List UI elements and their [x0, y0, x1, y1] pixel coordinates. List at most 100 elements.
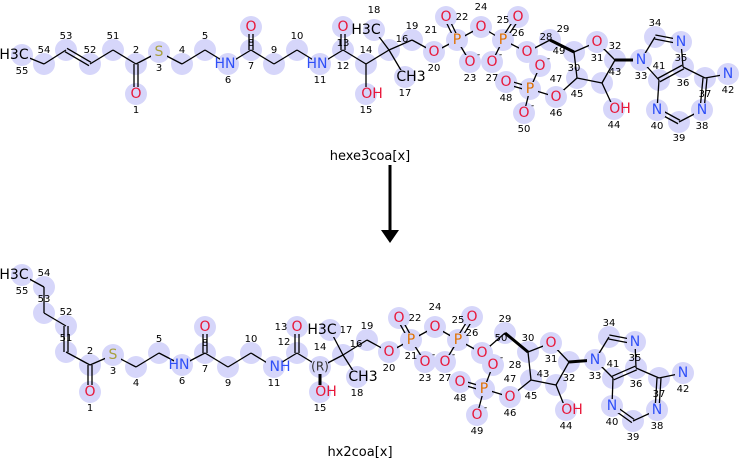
atom-52: 52: [60, 307, 73, 318]
atom-number: 15: [314, 403, 327, 414]
charge: -: [547, 54, 550, 64]
atom-number: 9: [225, 378, 231, 389]
molecule-product: H3C55545352512O1S345HN67O8910NH1112O13(R…: [0, 267, 691, 443]
atom-number: 27: [439, 373, 452, 384]
bond: [530, 379, 557, 386]
atom-36: 36: [677, 78, 690, 89]
atom-symbol: N: [676, 34, 686, 50]
atom-number: 3: [110, 366, 116, 377]
atom-number: 39: [627, 432, 640, 443]
bond: [576, 77, 603, 84]
atom-number: 6: [179, 376, 185, 387]
atom-number: 42: [722, 85, 735, 96]
atom-symbol: S: [109, 347, 118, 363]
atom-32: 32: [609, 41, 622, 52]
atom-29: 29: [499, 314, 512, 325]
atom-number: 33: [589, 371, 602, 382]
atom-symbol: H3C: [0, 267, 29, 283]
atom-number: 22: [409, 313, 422, 324]
atom-number: 38: [651, 421, 664, 432]
atom-4: 4: [179, 45, 185, 56]
atom-47: P47: [476, 374, 516, 397]
bond: [527, 351, 532, 381]
atom-number: 21: [425, 25, 438, 36]
atom-27: O-27: [484, 50, 502, 84]
atom-number: 4: [179, 45, 185, 56]
atom-number: 28: [540, 32, 553, 43]
atom-symbol: O: [487, 357, 498, 373]
atom-number: 25: [497, 15, 510, 26]
atom-symbol: (R): [311, 360, 329, 374]
atom-5: 5: [156, 334, 162, 345]
atom-7: 7: [202, 364, 208, 375]
atom-41: 41: [607, 359, 620, 370]
charge: -: [531, 101, 534, 111]
bond: [181, 49, 206, 65]
reactant-name: hexe3coa[x]: [330, 149, 410, 164]
atom-number: 45: [525, 391, 538, 402]
atom-number: 6: [225, 75, 231, 86]
atoms: H3C55545352512O1S345HN67O8910HN1112O1314…: [0, 2, 736, 443]
atom-1: O1: [82, 384, 98, 414]
bond: [227, 352, 252, 368]
atom-27: O-27: [437, 350, 455, 384]
atom-32: 32: [563, 373, 576, 384]
atom-symbol: O: [475, 19, 486, 35]
atom-symbol: P: [407, 332, 415, 348]
atom-number: 13: [275, 322, 288, 333]
atom-number: 33: [635, 71, 648, 82]
wedge-bond: [549, 38, 575, 54]
atom-number: 31: [591, 53, 604, 64]
atom-6: HN6: [169, 357, 190, 387]
atom-41: 41: [653, 61, 666, 72]
atom-33: N33: [587, 352, 603, 382]
atom-number: 31: [545, 354, 558, 365]
atom-45: 45: [571, 89, 584, 100]
atom-48: O48: [498, 74, 514, 104]
atom-symbol: O: [464, 54, 475, 70]
atom-number: 36: [630, 379, 643, 390]
atom-number: 12: [337, 61, 350, 72]
bond: [388, 39, 413, 51]
atom-number: 11: [268, 378, 281, 389]
atom-symbol: CH3: [396, 69, 425, 85]
atom-number: 24: [429, 302, 442, 313]
atom-number: 23: [464, 73, 477, 84]
atom-number: 7: [202, 364, 208, 375]
atom-1: O1: [128, 86, 144, 116]
atom-42: N42: [675, 365, 691, 395]
atom-50: O50: [474, 333, 507, 361]
atom-50: O-50: [516, 101, 534, 135]
atom-7: 7: [248, 61, 254, 72]
atom-number: 49: [471, 426, 484, 437]
atom-number: 51: [60, 333, 73, 344]
atom-49: O-49: [469, 403, 487, 437]
atom-symbol: N: [678, 365, 688, 381]
atom-number: 17: [399, 88, 412, 99]
atom-19: 19: [361, 321, 374, 332]
atom-21: P21: [425, 25, 465, 48]
bond: [89, 49, 114, 65]
atom-6: HN6: [215, 56, 236, 86]
atom-number: 35: [629, 353, 642, 364]
atom-symbol: O: [512, 9, 523, 25]
atom-number: 2: [87, 346, 93, 357]
atom-number: 41: [653, 61, 666, 72]
atom-31: O31: [543, 335, 559, 365]
atom-number: 29: [499, 314, 512, 325]
charge: -: [500, 353, 503, 363]
double-bond: [66, 47, 92, 63]
atom-number: 16: [350, 339, 363, 350]
atom-13: O13: [335, 19, 351, 49]
atom-25: P25: [450, 315, 466, 348]
atom-number: 50: [518, 124, 531, 135]
double-bond: [659, 68, 685, 83]
atom-53: 53: [60, 31, 73, 42]
atom-symbol: H3C: [307, 322, 336, 338]
atom-symbol: N: [636, 52, 646, 68]
atom-number: 48: [454, 393, 467, 404]
atom-54: 54: [38, 268, 51, 279]
